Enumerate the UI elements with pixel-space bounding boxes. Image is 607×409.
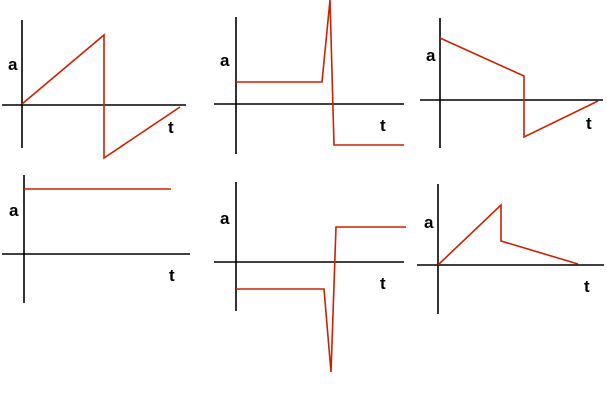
panel-5-trace <box>236 226 406 373</box>
panel-3: a t <box>420 18 603 148</box>
panel-6: a t <box>417 184 604 314</box>
panel-2: a t <box>214 0 404 154</box>
panel-6-y-label: a <box>424 213 434 232</box>
panel-1-y-label: a <box>8 55 18 74</box>
panel-5-y-label: a <box>220 209 230 228</box>
panel-4: a t <box>2 175 190 303</box>
panel-4-y-label: a <box>9 201 19 220</box>
panel-3-x-label: t <box>586 114 592 133</box>
panel-1-trace <box>21 33 181 160</box>
panel-6-x-label: t <box>584 277 590 296</box>
panel-5-x-label: t <box>380 274 386 293</box>
panel-2-x-label: t <box>380 116 386 135</box>
panel-1-x-label: t <box>168 118 174 137</box>
panel-2-trace <box>236 0 404 146</box>
panel-5: a t <box>214 182 406 373</box>
panel-2-y-label: a <box>220 51 230 70</box>
panel-3-y-label: a <box>426 46 436 65</box>
panel-3-trace <box>439 37 599 139</box>
panel-4-x-label: t <box>169 266 175 285</box>
panel-6-trace <box>437 203 579 266</box>
panel-1: a t <box>2 20 186 160</box>
